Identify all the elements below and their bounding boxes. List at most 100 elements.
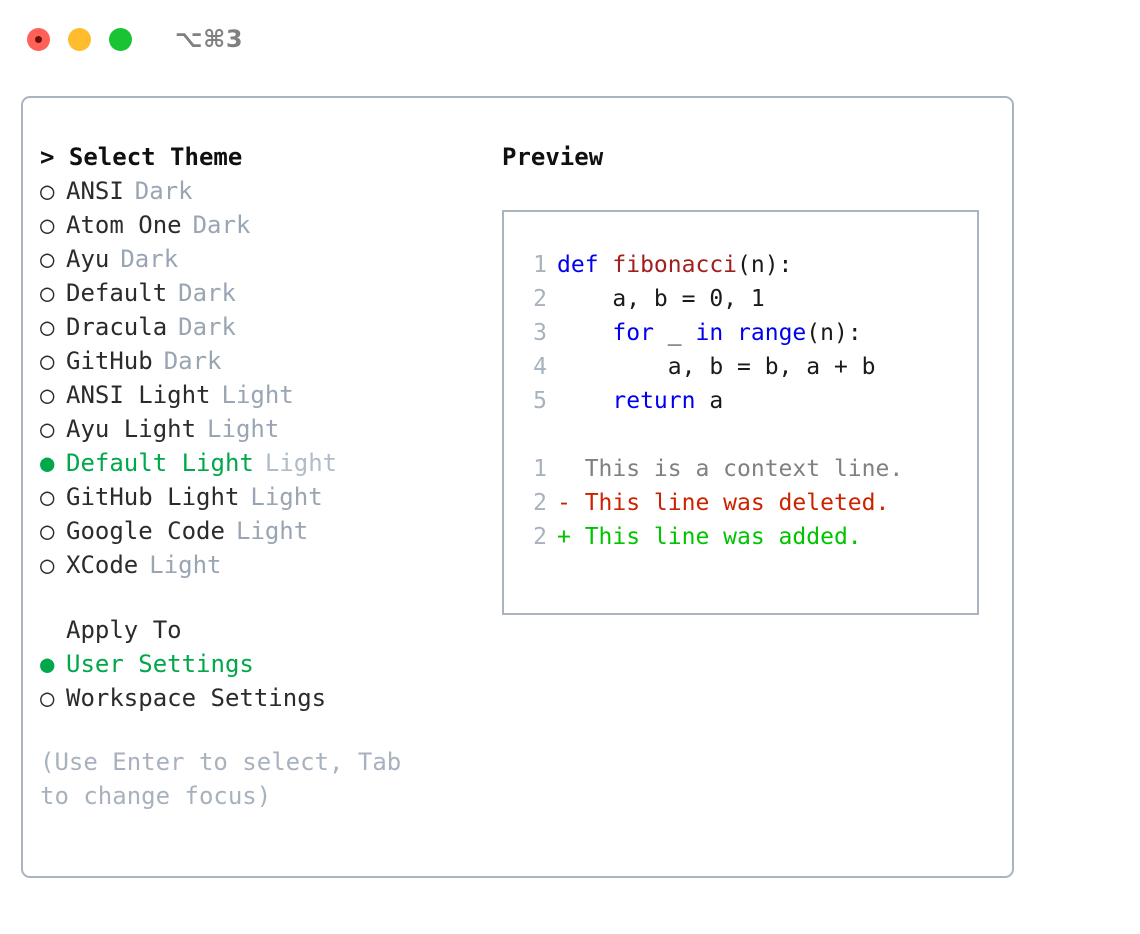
diff-line-text: - This line was deleted.: [557, 490, 890, 516]
radio-unselected-icon: ○: [40, 313, 55, 341]
radio-unselected-icon: ○: [40, 279, 55, 307]
code-token: in: [695, 320, 738, 346]
apply-to-option-list: ● User Settings ○ Workspace Settings: [40, 647, 485, 715]
radio-unselected-icon: ○: [40, 177, 55, 205]
theme-option-label: XCode: [66, 551, 139, 579]
diff-sample: 1 This is a context line. 2 - This line wa…: [519, 452, 977, 554]
code-line: 5 return a: [519, 384, 977, 418]
radio-unselected-icon: ○: [40, 415, 55, 443]
theme-option-dracula[interactable]: ○ Dracula Dark: [40, 310, 485, 344]
code-token: [557, 320, 612, 346]
theme-variant-tag: Dark: [178, 279, 236, 307]
theme-option-label: Atom One: [66, 211, 182, 239]
theme-variant-tag: Light: [207, 415, 280, 443]
diff-line-number: 2: [533, 490, 547, 516]
code-line: 4 a, b = b, a + b: [519, 350, 977, 384]
theme-option-label: Default: [66, 279, 168, 307]
theme-option-ansi-light[interactable]: ○ ANSI Light Light: [40, 378, 485, 412]
theme-option-default[interactable]: ○ Default Dark: [40, 276, 485, 310]
code-line-text: def fibonacci(n):: [557, 248, 792, 282]
close-window-icon[interactable]: [27, 27, 50, 51]
code-token: a: [709, 388, 724, 414]
code-token: for: [612, 320, 668, 346]
code-line-number: 1: [533, 252, 547, 278]
code-token: a, b = 0, 1: [557, 286, 765, 312]
theme-variant-tag: Dark: [134, 177, 193, 205]
code-line: 1 def fibonacci(n):: [519, 248, 977, 282]
maximize-window-icon[interactable]: [109, 27, 132, 51]
diff-line: 2+ This line was added.: [519, 520, 977, 554]
theme-picker-header: > Select Theme: [40, 143, 243, 171]
theme-variant-tag: Dark: [120, 245, 179, 273]
radio-selected-icon: ●: [40, 449, 55, 477]
radio-unselected-icon: ○: [40, 517, 55, 545]
code-line-text: a, b = b, a + b: [557, 350, 876, 384]
theme-option-label: Ayu: [66, 245, 110, 273]
keyboard-hint-text: (Use Enter to select, Tab to change focu…: [40, 748, 416, 810]
code-line-number: 4: [533, 354, 547, 380]
code-line-text: for _ in range(n):: [557, 316, 862, 350]
apply-to-option-user-settings[interactable]: ● User Settings: [40, 647, 485, 681]
window-controls: [27, 27, 132, 51]
keyboard-shortcut-label: ⌥⌘3: [175, 25, 244, 53]
code-blank-line: [519, 418, 977, 452]
theme-option-google-code[interactable]: ○ Google Code Light: [40, 514, 485, 548]
theme-option-label: GitHub Light: [66, 483, 240, 511]
code-line-number: 5: [533, 388, 547, 414]
theme-option-label: Ayu Light: [66, 415, 197, 443]
preview-header: Preview: [502, 143, 604, 171]
theme-option-ayu[interactable]: ○ Ayu Dark: [40, 242, 485, 276]
radio-unselected-icon: ○: [40, 211, 55, 239]
theme-variant-tag: Dark: [192, 211, 251, 239]
code-line: 2 a, b = 0, 1: [519, 282, 977, 316]
code-token: a, b = b, a + b: [557, 354, 876, 380]
theme-variant-tag: Light: [235, 517, 309, 545]
diff-line: 2 - This line was deleted.: [519, 486, 977, 520]
radio-unselected-icon: ○: [40, 347, 55, 375]
radio-unselected-icon: ○: [40, 245, 55, 273]
theme-option-label: GitHub: [66, 347, 153, 375]
radio-unselected-icon: ○: [40, 381, 55, 409]
theme-option-github[interactable]: ○ GitHub Dark: [40, 344, 485, 378]
theme-option-label: Google Code: [66, 517, 225, 545]
diff-line-number: 1: [533, 456, 547, 482]
theme-variant-tag: Dark: [178, 313, 236, 341]
code-token: def: [557, 252, 613, 278]
apply-to-option-workspace-settings[interactable]: ○ Workspace Settings: [40, 681, 485, 715]
theme-option-ayu-light[interactable]: ○ Ayu Light Light: [40, 412, 485, 446]
apply-to-option-label: User Settings: [66, 650, 254, 678]
theme-option-label: ANSI Light: [66, 381, 211, 409]
theme-option-atom-one[interactable]: ○ Atom One Dark: [40, 208, 485, 242]
code-token: [557, 388, 612, 414]
code-token: range: [737, 320, 807, 346]
diff-line: 1 This is a context line.: [519, 452, 977, 486]
minimize-window-icon[interactable]: [68, 27, 91, 51]
code-token: (n):: [806, 320, 862, 346]
radio-unselected-icon: ○: [40, 684, 55, 712]
theme-option-label: ANSI: [66, 177, 124, 205]
theme-option-ansi[interactable]: ○ ANSI Dark: [40, 174, 485, 208]
diff-line-number: 2: [533, 524, 547, 550]
apply-to-option-label: Workspace Settings: [66, 684, 327, 712]
code-token: _: [667, 320, 696, 346]
theme-variant-tag: Dark: [163, 347, 222, 375]
radio-selected-icon: ●: [40, 650, 55, 678]
code-token: (n):: [737, 252, 793, 278]
theme-variant-tag: Light: [221, 381, 294, 409]
code-token: return: [612, 388, 710, 414]
section-spacer: [40, 582, 485, 613]
code-line-number: 2: [533, 286, 547, 312]
theme-option-label: Default Light: [66, 449, 254, 477]
code-token: fibonacci: [612, 252, 738, 278]
theme-option-label: Dracula: [66, 313, 168, 341]
